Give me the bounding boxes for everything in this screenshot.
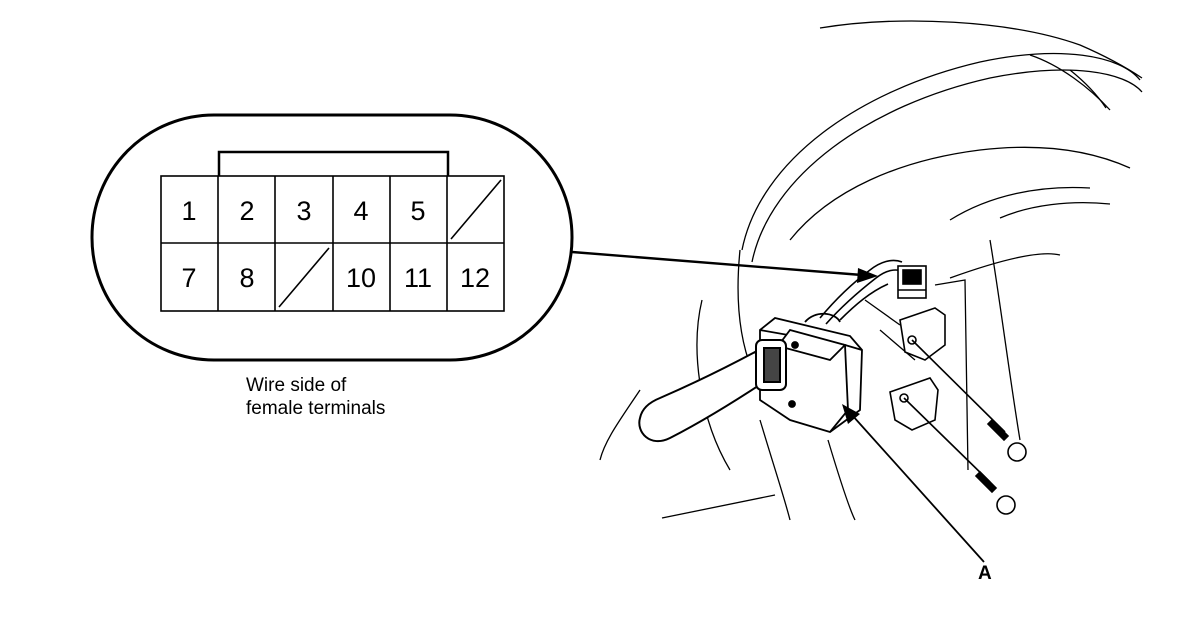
empty-cavity-6 — [450, 179, 502, 240]
pin-8: 8 — [239, 263, 254, 293]
empty-cavity-9 — [278, 247, 330, 308]
pin-3: 3 — [296, 196, 311, 226]
pin-10: 10 — [346, 263, 376, 293]
pin-2: 2 — [239, 196, 254, 226]
pin-12: 12 — [460, 263, 490, 293]
screw-lower — [903, 397, 1016, 515]
callout-a-leader — [842, 404, 985, 563]
connector-lock-tab — [217, 150, 450, 176]
switch-lever — [638, 339, 787, 443]
dashboard-outline — [599, 20, 1143, 521]
pin-11: 11 — [404, 263, 432, 293]
pin-1: 1 — [181, 196, 196, 226]
connector-terminal-grid — [160, 175, 505, 312]
pin-5: 5 — [410, 196, 425, 226]
mounting-bracket — [889, 307, 946, 431]
harness-connector — [897, 265, 927, 299]
pin-4: 4 — [353, 196, 368, 226]
callout-label-a: A — [978, 563, 992, 584]
wire-harness — [819, 259, 905, 325]
connector-caption: Wire side of female terminals — [246, 374, 385, 420]
caption-line-1: Wire side of — [246, 375, 347, 396]
screw-upper — [911, 339, 1027, 462]
connector-view-enclosure — [90, 113, 574, 362]
pin-7: 7 — [181, 263, 196, 293]
connector-leader-arrow — [571, 250, 878, 283]
caption-line-2: female terminals — [246, 398, 386, 419]
